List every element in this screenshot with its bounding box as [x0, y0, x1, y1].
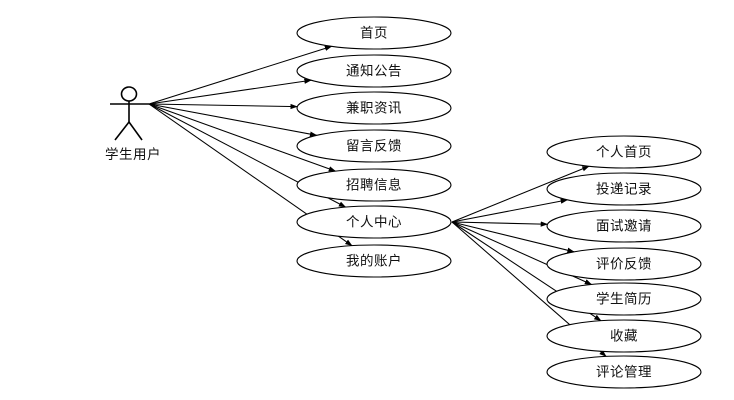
- association-notice-announcement: [148, 78, 312, 105]
- association-application-records: [451, 198, 569, 223]
- use-case-label: 收藏: [610, 329, 638, 345]
- use-case-ellipse: [296, 205, 452, 239]
- use-case-ellipse: [546, 282, 702, 316]
- actor-head-icon: [120, 86, 138, 102]
- use-case-ellipse: [546, 209, 702, 243]
- use-case-ellipse: [296, 91, 452, 125]
- actor-student-user[interactable]: 学生用户: [105, 86, 161, 163]
- use-case-student-resume[interactable]: 学生简历: [546, 282, 702, 316]
- actor-label: 学生用户: [105, 146, 161, 163]
- use-case-ellipse: [296, 244, 452, 278]
- use-case-home[interactable]: 首页: [296, 16, 452, 50]
- use-case-ellipse: [546, 319, 702, 353]
- use-case-label: 我的账户: [346, 253, 402, 270]
- use-case-notice-announcement[interactable]: 通知公告: [296, 54, 452, 88]
- use-case-label: 评价反馈: [596, 257, 652, 273]
- association-message-feedback: [148, 103, 318, 137]
- actor-leg-right: [128, 121, 143, 141]
- association-recruitment-info: [148, 103, 337, 172]
- association-evaluation-feedback: [451, 221, 575, 253]
- association-part-time-info: [148, 103, 298, 110]
- use-case-interview-invitation[interactable]: 面试邀请: [546, 209, 702, 243]
- use-case-ellipse: [296, 16, 452, 50]
- use-case-label: 评论管理: [596, 365, 652, 381]
- use-case-label: 学生简历: [596, 291, 652, 308]
- association-interview-invitation: [451, 221, 549, 227]
- use-case-message-feedback[interactable]: 留言反馈: [296, 129, 452, 163]
- association-personal-homepage: [451, 165, 590, 223]
- use-case-label: 面试邀请: [596, 219, 652, 235]
- use-case-favorites[interactable]: 收藏: [546, 319, 702, 353]
- use-case-label: 个人首页: [596, 145, 652, 161]
- use-case-label: 投递记录: [596, 182, 652, 198]
- use-case-application-records[interactable]: 投递记录: [546, 172, 702, 206]
- use-case-ellipse: [546, 355, 702, 389]
- use-case-ellipse: [546, 247, 702, 281]
- use-case-personal-homepage[interactable]: 个人首页: [546, 135, 702, 169]
- use-case-label: 招聘信息: [346, 177, 402, 194]
- use-case-label: 个人中心: [346, 215, 402, 231]
- association-home: [148, 45, 333, 105]
- use-case-my-account[interactable]: 我的账户: [296, 244, 452, 278]
- use-case-ellipse: [546, 135, 702, 169]
- use-case-evaluation-feedback[interactable]: 评价反馈: [546, 247, 702, 281]
- use-case-label: 首页: [360, 26, 388, 42]
- use-case-comment-management[interactable]: 评论管理: [546, 355, 702, 389]
- use-case-label: 兼职资讯: [346, 101, 402, 117]
- use-case-label: 留言反馈: [346, 139, 402, 155]
- actor-association-lines: [148, 45, 353, 247]
- use-case-ellipse: [296, 54, 452, 88]
- use-case-part-time-info[interactable]: 兼职资讯: [296, 91, 452, 125]
- use-case-personal-center[interactable]: 个人中心: [296, 205, 452, 239]
- use-case-ellipse: [296, 129, 452, 163]
- use-case-ellipse: [546, 172, 702, 206]
- use-case-ellipse: [296, 168, 452, 202]
- actor-leg-left: [114, 121, 130, 141]
- use-case-recruitment-info[interactable]: 招聘信息: [296, 168, 452, 202]
- use-case-label: 通知公告: [346, 63, 402, 80]
